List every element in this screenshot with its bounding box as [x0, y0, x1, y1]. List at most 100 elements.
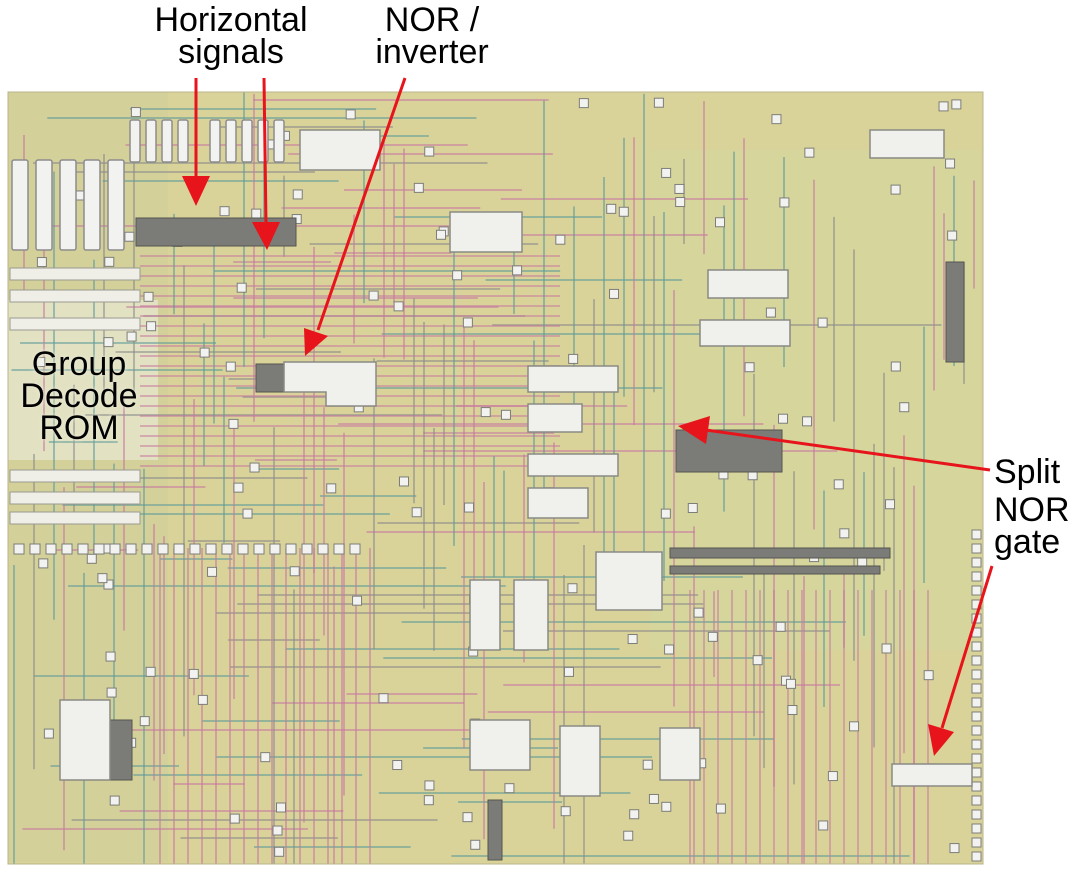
label-nor-inverter: NOR / inverter: [362, 3, 502, 69]
arrow-horizontal-signals-2: [252, 77, 280, 250]
contact-pad: [274, 846, 285, 857]
contact-pad: [661, 167, 672, 178]
contact-pad: [971, 655, 982, 666]
contact-pad: [106, 687, 117, 698]
contact-pad: [292, 189, 303, 200]
contact-pad: [236, 282, 247, 293]
contact-pad: [817, 317, 828, 328]
contact-pad: [188, 668, 199, 679]
contact-pad: [173, 543, 185, 555]
contact-pad: [500, 409, 511, 420]
contact-pad: [276, 802, 287, 813]
contact-pad: [464, 502, 475, 513]
contact-pad: [785, 678, 796, 689]
rom-row-stripes: [9, 267, 141, 525]
contact-pad: [35, 357, 46, 368]
contact-pad: [242, 508, 253, 519]
contact-pad: [436, 229, 447, 240]
contact-pad: [189, 543, 201, 555]
contact-pad: [833, 479, 844, 490]
contact-pad: [648, 793, 659, 804]
contact-pad: [345, 109, 356, 120]
contact-pad: [606, 203, 617, 214]
contact-pad: [938, 101, 949, 112]
contact-pad: [109, 543, 121, 555]
contact-pad: [29, 543, 41, 555]
rom-column-array: [11, 119, 285, 251]
contact-pad: [971, 543, 982, 554]
contact-pad: [393, 301, 404, 312]
contact-pad: [674, 183, 685, 194]
contact-pad: [333, 543, 345, 555]
contact-pad: [61, 543, 73, 555]
contact-pad: [971, 767, 982, 778]
contact-pad: [423, 795, 434, 806]
contact-pad: [462, 317, 473, 328]
contact-pad: [971, 585, 982, 596]
contact-pad: [707, 631, 718, 642]
contact-pad: [971, 697, 982, 708]
contact-pad: [804, 147, 815, 158]
contact-pad: [228, 418, 239, 429]
gate-structures: [59, 129, 973, 797]
contact-pad: [971, 641, 982, 652]
contact-pad: [779, 197, 790, 208]
contact-pad: [971, 837, 982, 848]
contact-pad: [949, 843, 960, 854]
contact-pad: [130, 107, 141, 118]
label-line: Decode: [20, 377, 138, 415]
contact-pad: [787, 705, 798, 716]
contact-pad: [899, 402, 910, 413]
contact-pad: [609, 288, 620, 299]
contact-pad: [715, 803, 726, 814]
contact-pad: [145, 666, 156, 677]
contact-pad: [229, 813, 240, 824]
annotation-arrows: [182, 77, 994, 756]
label-split-nor-gate: Split NOR gate: [994, 455, 1082, 561]
contact-pad: [567, 583, 578, 594]
label-horizontal-signals: Horizontal signals: [142, 3, 320, 71]
contact-pad: [971, 781, 982, 792]
contact-pad: [251, 208, 262, 219]
contact-pad: [777, 413, 788, 424]
contact-pad: [143, 291, 154, 302]
contact-pad: [470, 839, 481, 850]
contact-pad: [971, 823, 982, 834]
contact-pad: [627, 634, 638, 645]
contact-pad: [890, 361, 901, 372]
contact-pad: [629, 809, 640, 820]
contact-pad: [233, 482, 244, 493]
contact-pad: [971, 809, 982, 820]
contact-pad: [765, 307, 776, 318]
contact-pad: [849, 721, 860, 732]
contact-pad: [555, 234, 566, 245]
contact-pad: [512, 265, 523, 276]
label-line: gate: [994, 523, 1061, 561]
contact-pad: [775, 621, 786, 632]
contact-pad: [771, 114, 782, 125]
contact-pad: [881, 643, 892, 654]
contact-pad: [368, 290, 379, 301]
contact-pad: [971, 529, 982, 540]
contact-pad: [971, 669, 982, 680]
contact-pad: [560, 806, 571, 817]
contact-pad: [103, 337, 114, 348]
contact-pad: [139, 716, 150, 727]
contact-pad: [661, 801, 672, 812]
contact-pad: [971, 739, 982, 750]
arrow-split-nor-gate-2: [928, 565, 994, 756]
contact-pad: [289, 566, 300, 577]
label-line: Group: [31, 345, 127, 383]
contact-pad: [86, 553, 97, 564]
label-line: signals: [178, 33, 284, 71]
contact-pad: [923, 670, 934, 681]
contact-pad: [578, 98, 589, 109]
contact-pad: [802, 416, 813, 427]
contact-pad: [253, 543, 265, 555]
contact-pad: [857, 557, 868, 568]
contact-pad: [664, 644, 675, 655]
contact-pad: [890, 184, 901, 195]
contact-pad: [141, 543, 153, 555]
contact-pad: [413, 182, 424, 193]
